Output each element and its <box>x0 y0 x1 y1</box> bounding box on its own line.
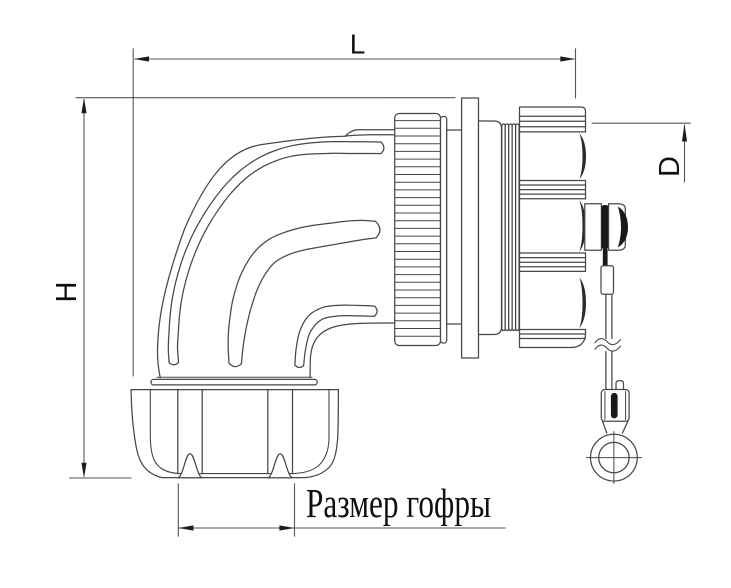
svg-text:L: L <box>350 28 366 59</box>
svg-text:H: H <box>51 282 83 303</box>
svg-text:Размер гофры: Размер гофры <box>306 480 491 526</box>
svg-text:D: D <box>654 156 686 177</box>
